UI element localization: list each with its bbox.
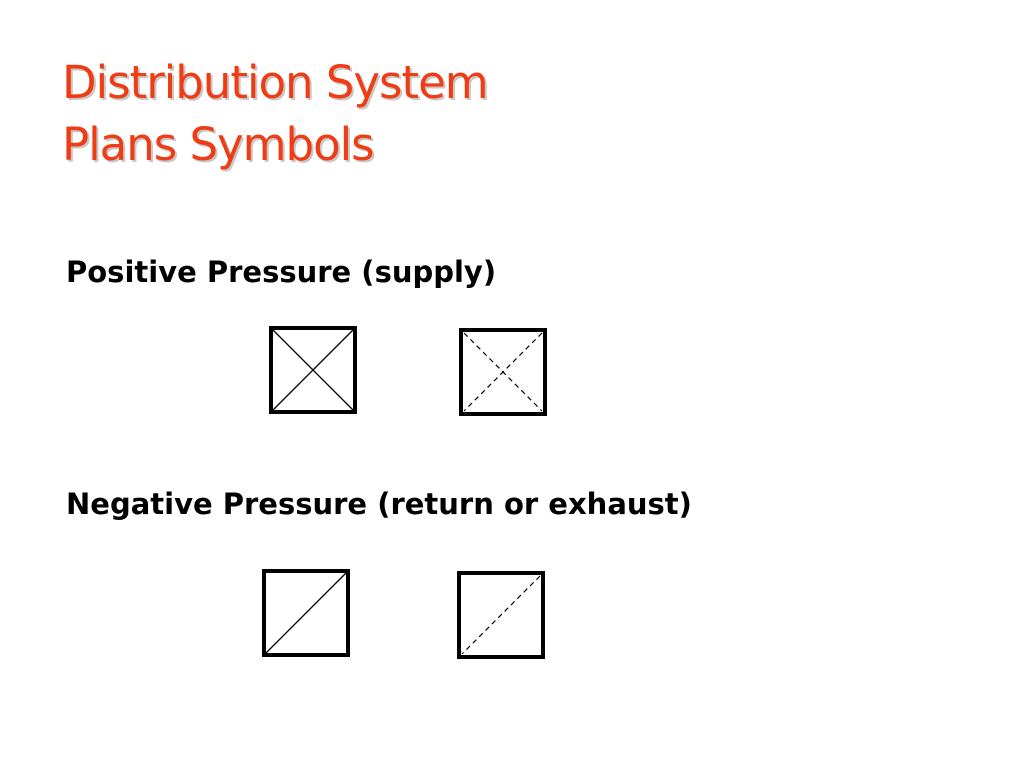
slide-title-line-1: Distribution System	[62, 56, 489, 109]
slide-title: Distribution System Plans Symbols	[62, 52, 489, 176]
positive-pressure-heading: Positive Pressure (supply)	[66, 255, 497, 289]
supply-diffuser-dashed-x-symbol	[459, 328, 547, 416]
negative-pressure-heading: Negative Pressure (return or exhaust)	[66, 487, 692, 521]
return-dashed-outline	[457, 571, 545, 659]
return-solid-diagonal	[265, 572, 347, 654]
supply-diffuser-solid-x-symbol	[269, 326, 357, 414]
return-dashed-diagonal	[461, 575, 541, 655]
supply-dashed-diagonal-2	[463, 332, 543, 412]
supply-solid-diagonal-2	[272, 329, 354, 411]
supply-solid-outline	[269, 326, 357, 414]
slide-title-line-2: Plans Symbols	[62, 118, 375, 171]
return-solid-outline	[262, 569, 350, 657]
return-grille-solid-diagonal-symbol	[262, 569, 350, 657]
return-grille-dashed-diagonal-symbol	[457, 571, 545, 659]
supply-dashed-outline	[459, 328, 547, 416]
